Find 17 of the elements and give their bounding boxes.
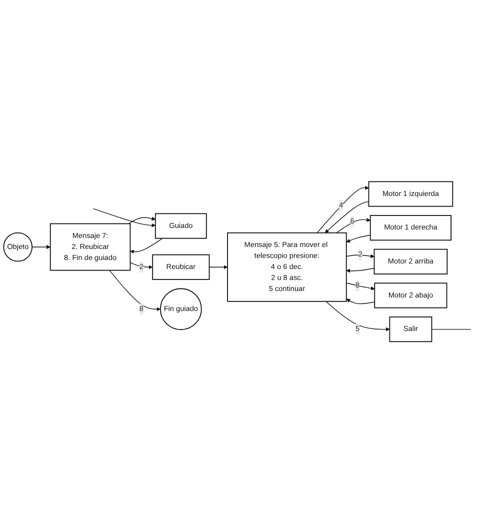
arrow xyxy=(346,254,374,258)
arrow xyxy=(32,245,51,250)
arrow xyxy=(324,202,370,234)
arrow xyxy=(346,282,375,291)
arrow xyxy=(326,301,390,332)
arrow xyxy=(316,186,369,234)
arrow xyxy=(346,235,371,243)
arrow xyxy=(346,268,375,274)
arrow xyxy=(130,262,153,270)
arrow xyxy=(346,299,375,304)
arrow xyxy=(109,270,161,312)
arrow xyxy=(128,217,156,224)
arrow xyxy=(336,218,371,234)
arrow xyxy=(130,238,163,254)
connector xyxy=(431,329,472,330)
arrow xyxy=(92,208,156,228)
arrow xyxy=(208,265,228,270)
